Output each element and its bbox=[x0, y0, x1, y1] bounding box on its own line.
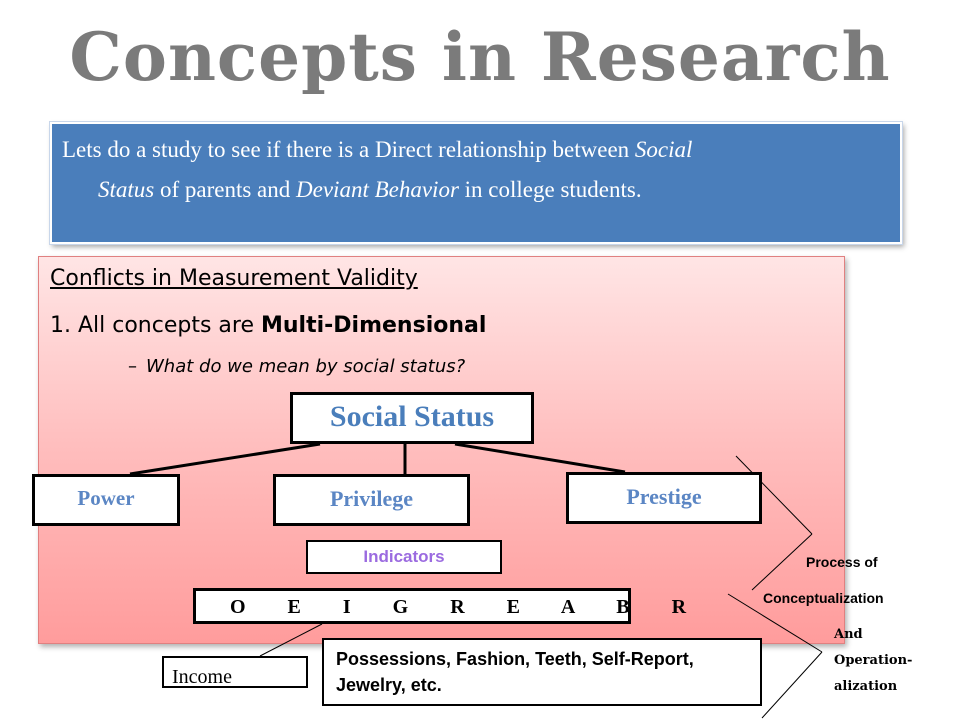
intro-text-3: in college students. bbox=[458, 177, 642, 202]
intro-italic-status: Status bbox=[98, 177, 155, 202]
connector-root-power bbox=[129, 442, 321, 476]
connector-acronym-income bbox=[259, 623, 323, 657]
operationalization-label: And Operation- alization bbox=[834, 622, 912, 700]
bracket-top-2 bbox=[751, 533, 813, 591]
section-heading: Conflicts in Measurement Validity bbox=[50, 266, 418, 291]
sub-question: What do we mean by social status? bbox=[146, 356, 466, 377]
study-description-box: Lets do a study to see if there is a Dir… bbox=[50, 122, 902, 244]
conceptualization-label: Conceptualization bbox=[763, 590, 884, 606]
intro-italic-deviant: Deviant Behavior bbox=[296, 177, 459, 202]
node-indicators: Indicators bbox=[306, 540, 502, 574]
bullet-dash: – bbox=[128, 356, 137, 377]
examples-line-1: Possessions, Fashion, Teeth, Self-Report… bbox=[336, 649, 694, 669]
node-income: Income bbox=[162, 656, 308, 688]
bracket-top-1 bbox=[735, 455, 813, 535]
node-examples: Possessions, Fashion, Teeth, Self-Report… bbox=[322, 638, 762, 706]
node-social-status: Social Status bbox=[290, 392, 534, 444]
point-one-bold: Multi-Dimensional bbox=[261, 313, 487, 338]
intro-italic-social: Social bbox=[634, 137, 693, 162]
intro-text-1: Lets do a study to see if there is a Dir… bbox=[62, 137, 635, 162]
operation-label: Operation- bbox=[834, 653, 913, 668]
node-acronym: O E I G R E A B R bbox=[193, 588, 686, 624]
intro-text-2: of parents and bbox=[154, 177, 297, 202]
examples-line-2: Jewelry, etc. bbox=[336, 675, 442, 695]
point-one: 1. All concepts are Multi-Dimensional bbox=[50, 313, 486, 338]
node-power: Power bbox=[32, 474, 180, 526]
measurement-validity-box bbox=[38, 256, 845, 644]
and-label: And bbox=[834, 627, 863, 642]
intro-line-2: Status of parents and Deviant Behavior i… bbox=[62, 170, 882, 210]
node-prestige: Prestige bbox=[566, 472, 762, 524]
alization-label: alization bbox=[834, 679, 898, 694]
node-privilege: Privilege bbox=[273, 474, 470, 526]
bracket-bottom-2 bbox=[761, 651, 823, 719]
slide-title: Concepts in Research bbox=[69, 18, 891, 96]
bracket-bottom-1 bbox=[727, 593, 823, 653]
process-label: Process of bbox=[806, 554, 878, 570]
connector-root-prestige bbox=[454, 442, 626, 474]
point-one-prefix: 1. All concepts are bbox=[50, 313, 261, 338]
